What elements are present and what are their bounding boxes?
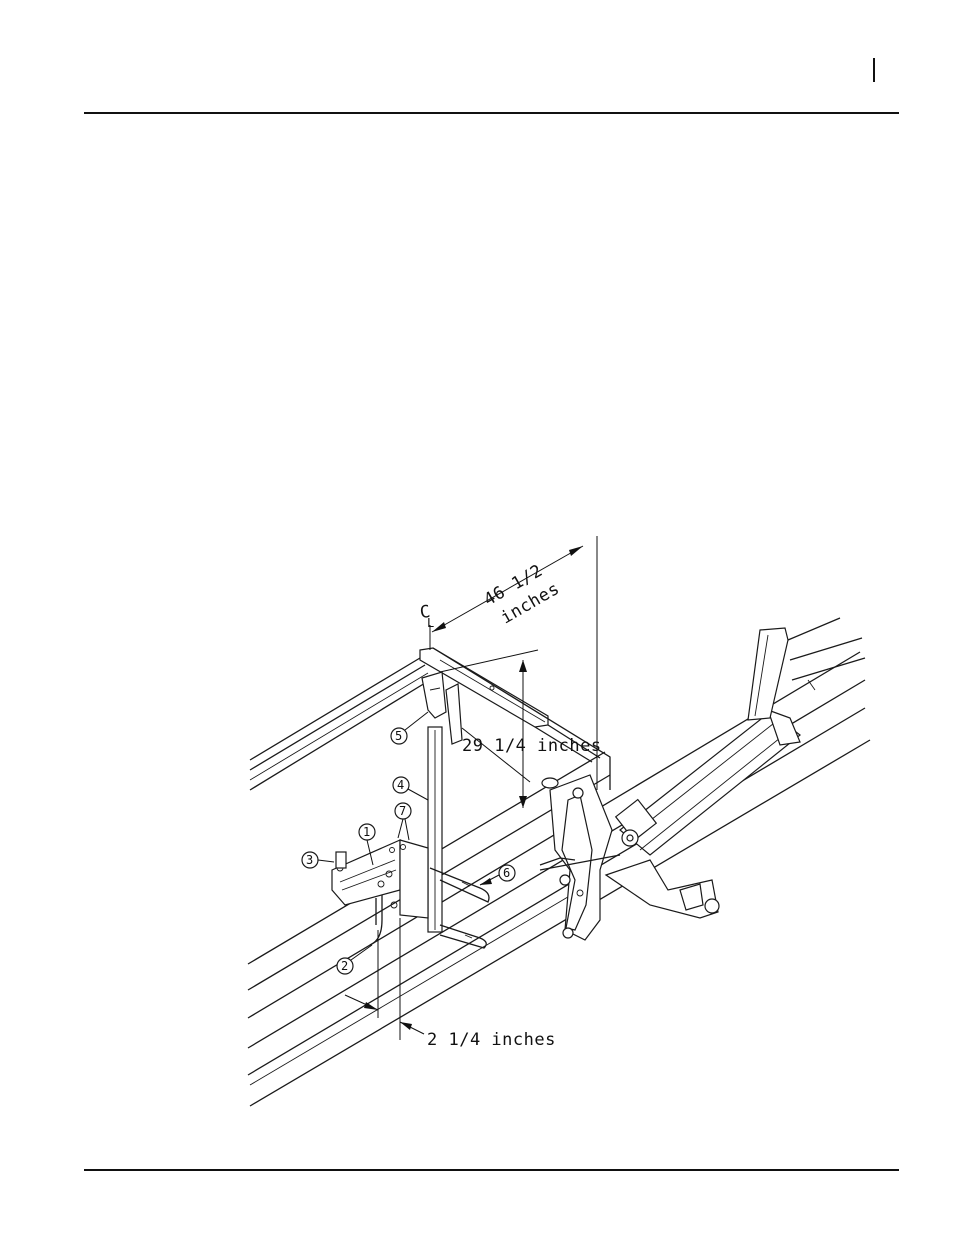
callout-4: 4 — [393, 777, 428, 800]
top-frame-plate — [420, 648, 610, 790]
callout-7: 7 — [395, 803, 411, 840]
callout-6: 6 — [480, 865, 515, 885]
centerline: C L — [419, 602, 435, 650]
height-label: 29 1/4 inches — [462, 736, 602, 756]
callout-2-label: 2 — [341, 959, 348, 973]
rear-beam — [250, 658, 430, 790]
callout-5-label: 5 — [395, 729, 402, 743]
hydraulic-cylinder — [606, 710, 800, 918]
offset-label: 2 1/4 inches — [427, 1030, 556, 1050]
centerline-sub: L — [427, 616, 434, 630]
callout-2: 2 — [337, 945, 372, 974]
callout-3-label: 3 — [306, 853, 313, 867]
callout-3: 3 — [302, 852, 346, 868]
callout-5: 5 — [391, 712, 428, 744]
tall-arm — [748, 618, 865, 720]
callout-6-label: 6 — [503, 866, 510, 880]
callout-1-label: 1 — [363, 825, 370, 839]
linkage-plates — [540, 775, 620, 940]
callout-4-label: 4 — [397, 778, 404, 792]
callout-7-label: 7 — [399, 804, 406, 818]
